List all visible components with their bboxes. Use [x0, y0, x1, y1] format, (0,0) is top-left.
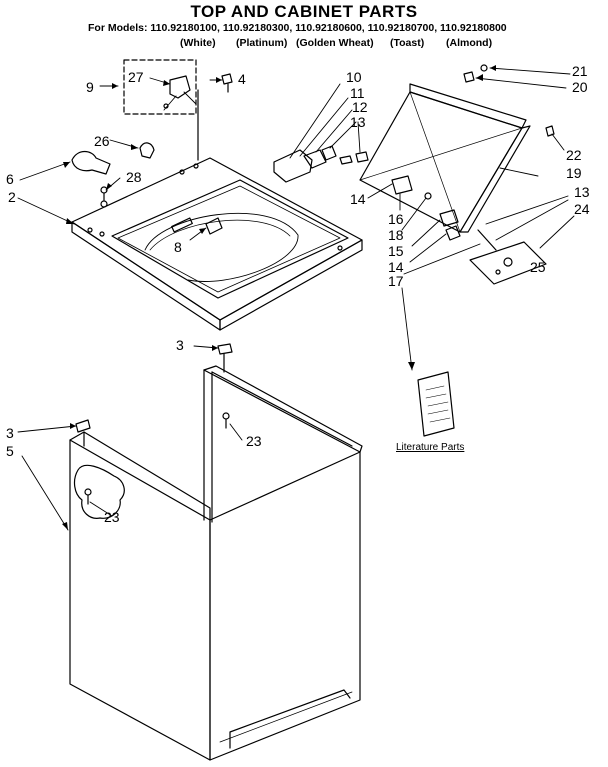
callout-11: 11 — [350, 85, 365, 101]
switch-parts-10-13 — [273, 145, 369, 183]
callout-22: 22 — [566, 147, 582, 163]
callout-6: 6 — [6, 171, 14, 187]
callout-18: 18 — [388, 227, 404, 243]
literature-booklet — [417, 371, 455, 437]
callout-13b: 13 — [574, 184, 590, 200]
bracket-6 — [71, 150, 111, 175]
color-platinum: (Platinum) — [236, 37, 288, 49]
callout-19: 19 — [566, 165, 582, 181]
color-white: (White) — [180, 37, 216, 49]
cabinet — [69, 343, 363, 761]
callout-20: 20 — [572, 79, 588, 95]
callout-13a: 13 — [350, 114, 366, 130]
callout-2: 2 — [8, 189, 16, 205]
leader-lines — [17, 67, 575, 531]
clip-26 — [139, 142, 155, 159]
callout-17: 17 — [388, 273, 404, 289]
top-panel — [71, 157, 363, 331]
screw-4 — [221, 73, 233, 93]
lid-switch-assembly-box — [123, 59, 199, 161]
callout-26: 26 — [94, 133, 110, 149]
models-line: For Models: 110.92180100, 110.92180300, … — [88, 22, 507, 34]
page-title: TOP AND CABINET PARTS — [190, 2, 418, 21]
color-toast: (Toast) — [390, 37, 425, 49]
callout-10: 10 — [346, 69, 362, 85]
callout-14b: 14 — [388, 259, 404, 275]
hinge-parts — [391, 175, 461, 241]
callout-28: 28 — [126, 169, 142, 185]
callout-15: 15 — [388, 243, 404, 259]
leader-arrowheads — [62, 65, 496, 530]
color-almond: (Almond) — [446, 37, 493, 49]
literature-parts-label: Literature Parts — [396, 442, 464, 453]
callout-16: 16 — [388, 211, 404, 227]
hinge-plate-24 — [469, 229, 547, 285]
callout-12: 12 — [352, 99, 368, 115]
callout-9: 9 — [86, 79, 94, 95]
screws-28 — [100, 186, 108, 208]
callout-25: 25 — [530, 259, 546, 275]
callout-4: 4 — [238, 71, 246, 87]
callout-23b: 23 — [104, 509, 120, 525]
lid-switch-actuator-8 — [205, 217, 223, 235]
color-golden-wheat: (Golden Wheat) — [296, 37, 374, 49]
callout-24: 24 — [574, 201, 590, 217]
callout-3b: 3 — [6, 425, 14, 441]
callout-5: 5 — [6, 443, 14, 459]
bumper-20-21 — [463, 64, 555, 137]
callout-27: 27 — [128, 69, 144, 85]
callout-8: 8 — [174, 239, 182, 255]
callout-numbers: 9 27 4 10 11 12 13 26 6 28 2 8 21 20 22 … — [6, 63, 590, 525]
callout-23a: 23 — [246, 433, 262, 449]
callout-3a: 3 — [176, 337, 184, 353]
callout-21: 21 — [572, 63, 588, 79]
lid — [359, 83, 531, 233]
callout-14a: 14 — [350, 191, 366, 207]
